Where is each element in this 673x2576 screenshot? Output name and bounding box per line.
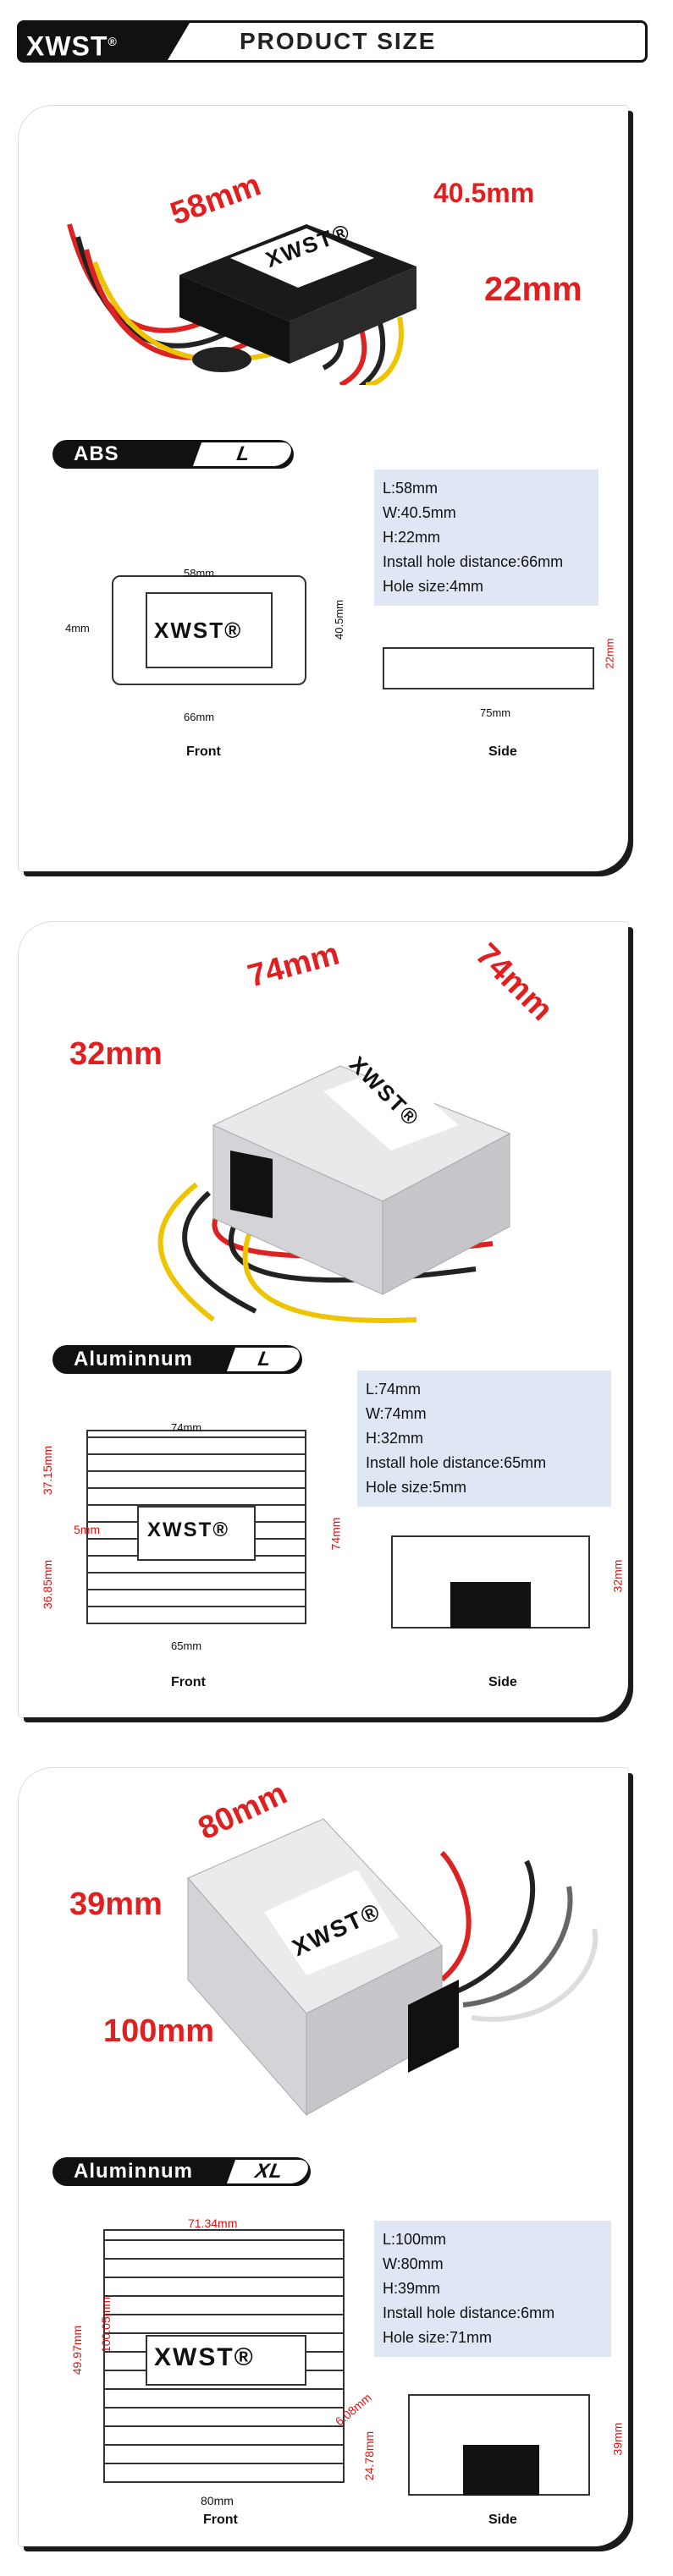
abs-spec-box: L:58mm W:40.5mm H:22mm Install hole dist… [374, 470, 599, 606]
spec-line: H:22mm [383, 529, 441, 546]
spec-line: H:32mm [366, 1430, 424, 1447]
aluminum-xl-dim-left1: 49.97mm [70, 2325, 85, 2376]
abs-dim-hole: 4mm [65, 622, 90, 634]
abs-dim-bottom: 66mm [184, 711, 215, 723]
spec-line: L:58mm [383, 480, 439, 497]
aluminum-xl-width-dim: 100mm [103, 2013, 214, 2049]
spec-line: H:39mm [383, 2280, 441, 2297]
spec-line: W:74mm [366, 1405, 427, 1422]
aluminum-l-drawing-logo: XWST® [147, 1519, 230, 1541]
aluminum-xl-front-label-box [146, 2335, 306, 2386]
aluminum-l-dim-hole: 5mm [74, 1523, 101, 1536]
aluminum-xl-height-dim: 39mm [69, 1887, 163, 1922]
spec-line: L:100mm [383, 2231, 447, 2248]
aluminum-l-side-connector [450, 1582, 531, 1629]
aluminum-l-spec-box: L:74mm W:74mm H:32mm Install hole distan… [357, 1370, 611, 1507]
material-label: Aluminnum [74, 1348, 193, 1370]
aluminum-xl-dim-right: 24.78mm [362, 2430, 377, 2481]
aluminum-l-dim-top: 74mm [171, 1421, 202, 1434]
size-label: XL [226, 2160, 312, 2183]
spec-line: Hole size:4mm [383, 578, 484, 595]
abs-product-image [67, 223, 416, 385]
aluminum-l-dim-bottom: 65mm [171, 1640, 202, 1652]
aluminum-xl-spec-box: L:100mm W:80mm H:39mm Install hole dista… [374, 2221, 611, 2357]
abs-width-dim: 40.5mm [433, 178, 535, 208]
brand-text: XWST [26, 30, 108, 62]
abs-side-label: Side [488, 744, 517, 759]
material-label: Aluminnum [74, 2160, 193, 2183]
aluminum-l-front-label: Front [171, 1675, 206, 1689]
abs-front-body [146, 592, 273, 668]
product-panel-abs: XWST® 58mm 40.5mm 22mm ABS L L:58mm W:40.… [19, 106, 628, 871]
size-label: L [192, 442, 295, 466]
brand-registered-mark: ® [108, 35, 118, 48]
spec-line: Hole size:71mm [383, 2329, 493, 2346]
aluminum-xl-side-connector [463, 2445, 539, 2496]
spec-line: Install hole distance:6mm [383, 2304, 555, 2321]
aluminum-xl-drawing-logo: XWST® [154, 2343, 255, 2371]
abs-dim-top: 58mm [184, 567, 215, 579]
aluminum-l-front-label-box [137, 1506, 256, 1561]
spec-line: Install hole distance:66mm [383, 553, 564, 570]
aluminum-xl-dim-left2: 100.05mm [99, 2296, 113, 2354]
product-panel-aluminum-l: XWST® 74mm 74mm 32mm Aluminnum L L:74mm W… [19, 922, 628, 1717]
size-label: L [226, 1348, 304, 1371]
spec-line: L:74mm [366, 1381, 422, 1398]
spec-line: W:40.5mm [383, 504, 456, 521]
aluminum-l-material-tag: Aluminnum L [52, 1345, 304, 1374]
aluminum-xl-side-label: Side [488, 2513, 517, 2527]
abs-dim-right: 40.5mm [332, 600, 345, 640]
aluminum-xl-dim-bottom: 80mm [201, 2494, 234, 2507]
abs-drawing-logo: XWST® [154, 618, 243, 643]
brand-logo: XWST® [19, 23, 190, 62]
aluminum-xl-product-image [187, 1818, 599, 2117]
product-panel-aluminum-xl: XWST® 80mm 100mm 39mm Aluminnum XL L:100m… [19, 1768, 628, 2546]
abs-side-outline [383, 647, 594, 689]
abs-side-w: 75mm [480, 706, 511, 719]
aluminum-xl-front-label: Front [203, 2513, 238, 2527]
aluminum-l-height-dim: 32mm [69, 1036, 163, 1072]
aluminum-l-side-h: 32mm [610, 1559, 625, 1593]
spec-line: Hole size:5mm [366, 1479, 467, 1496]
aluminum-l-dim-right: 74mm [328, 1517, 343, 1551]
aluminum-l-dim-left1: 37.15mm [41, 1445, 55, 1496]
abs-side-h: 22mm [603, 638, 616, 669]
aluminum-l-product-image [157, 1065, 511, 1323]
page-title: PRODUCT SIZE [240, 28, 437, 54]
abs-material-tag: ABS L [52, 440, 295, 469]
header-bar: XWST® PRODUCT SIZE [17, 20, 648, 63]
aluminum-xl-dim-top: 71.34mm [188, 2216, 238, 2230]
spec-line: Install hole distance:65mm [366, 1454, 547, 1471]
aluminum-xl-side-h: 39mm [610, 2422, 625, 2456]
abs-height-dim: 22mm [484, 271, 582, 308]
aluminum-l-side-label: Side [488, 1675, 517, 1689]
aluminum-l-dim-left2: 36.85mm [41, 1559, 55, 1610]
material-label: ABS [74, 442, 119, 465]
aluminum-xl-material-tag: Aluminnum XL [52, 2157, 312, 2186]
abs-front-label: Front [186, 744, 221, 759]
spec-line: W:80mm [383, 2255, 444, 2272]
